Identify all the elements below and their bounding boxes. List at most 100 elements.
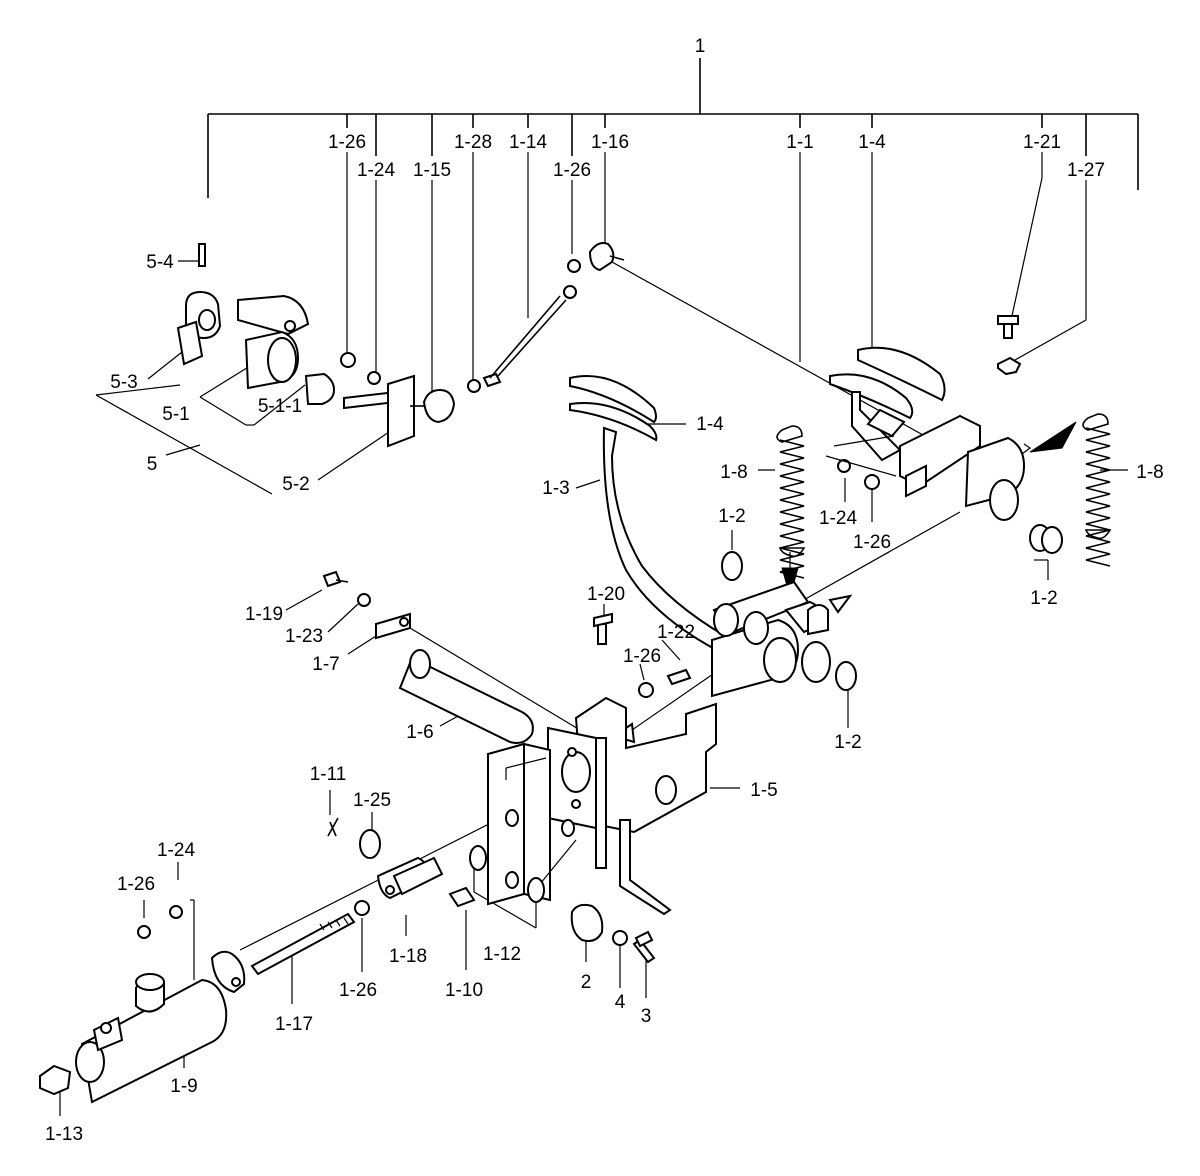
part-1-26-nut-f [354,900,370,916]
part-1-23-washer [357,593,371,607]
label-1-20: 1-20 [587,584,625,605]
part-1-26-nut-a [340,352,356,368]
part-1-24-washer-a [367,371,381,385]
part-1-3-arm [602,426,734,656]
part-1-9-body [80,978,228,1104]
part-1-3-pedal [569,375,857,698]
label-1-27: 1-27 [1067,160,1105,181]
part-1-13-fitting [39,1064,72,1096]
label-1-23: 1-23 [285,626,323,647]
part-1-26-nut-c [864,474,880,490]
label-1-2: 1-2 [834,732,861,753]
assembly-arrows [239,421,1077,951]
label-1-22: 1-22 [657,622,695,643]
part-1-8-spring-a [776,425,806,579]
label-5-1-1: 5-1-1 [258,396,302,417]
part-1-25-washer [359,829,381,859]
label-1-24: 1-24 [157,840,195,861]
label-1-26: 1-26 [339,980,377,1001]
part-5-assembly [176,243,415,448]
arrow-icon [1029,421,1077,453]
label-2: 2 [581,972,592,993]
label-1-1: 1-1 [786,132,813,153]
part-1-17-pushrod [250,912,356,976]
label-1-26: 1-26 [553,160,591,181]
part-5-4-pin [198,243,206,267]
label-5-2: 5-2 [282,474,309,495]
part-1-2-washer-a [721,551,743,581]
part-1-26-nut-b [567,259,581,273]
label-1-16: 1-16 [591,132,629,153]
label-1-7: 1-7 [312,654,339,675]
part-1-22-bolt [666,668,692,686]
arrow-icon [828,594,853,614]
part-5-3-key [176,320,204,366]
part-1-8-spring-b [1082,413,1112,567]
label-1-2: 1-2 [718,506,745,527]
label-1-25: 1-25 [353,790,391,811]
label-1-13: 1-13 [45,1124,83,1145]
part-1-24-washer-b [837,459,851,473]
part-1-20-bolt [597,623,607,645]
label-1-12: 1-12 [483,944,521,965]
part-1-6-shaft [398,656,534,744]
label-1-26: 1-26 [328,132,366,153]
label-1-26: 1-26 [623,646,661,667]
label-1-10: 1-10 [445,980,483,1001]
part-5-bracket [237,294,310,336]
label-1-21: 1-21 [1023,132,1061,153]
label-1-24: 1-24 [819,508,857,529]
label-1-4-b: 1-4 [696,414,724,435]
label-5-4: 5-4 [146,252,174,273]
label-1-5: 1-5 [750,780,777,801]
part-1-2-washer-b [835,661,857,691]
part-1-4-pad-a [857,346,946,402]
part-2-bushing [570,903,604,942]
label-1-8: 1-8 [1136,462,1163,483]
label-1-24: 1-24 [357,160,395,181]
label-1-28: 1-28 [454,132,492,153]
part-1-28-nut [467,379,481,393]
part-1-26-nut-e [137,925,151,939]
label-1-19: 1-19 [245,604,283,625]
label-1-2: 1-2 [1030,588,1057,609]
label-1-15: 1-15 [413,160,451,181]
label-5-3: 5-3 [110,372,137,393]
part-1-12-plate [469,742,577,906]
label-1-4: 1-4 [858,132,886,153]
bottom-hardware [570,903,656,964]
part-5-1-1-collar [304,372,336,405]
part-1-27-nut [997,356,1022,376]
callout-tree [207,58,1139,198]
shaft-assembly [322,570,581,744]
part-1-4-pad-b [569,375,657,424]
label-1-18: 1-18 [389,946,427,967]
part-labels: 1 1-26 1-24 1-15 1-28 1-14 1-26 1-16 1-1… [45,36,1164,1145]
label-1-3: 1-3 [542,478,569,499]
part-1-5-bracket [547,612,717,916]
part-1-19-bolt [322,570,342,588]
label-1-9: 1-9 [170,1076,197,1097]
right-pedal-assembly [799,315,1063,603]
master-cylinder-assembly [39,817,476,1104]
label-5-1: 5-1 [162,404,189,425]
label-1-26: 1-26 [117,874,155,895]
label-1-14: 1-14 [509,132,547,153]
part-1-24-washer-c [169,905,183,919]
label-1-26: 1-26 [853,532,891,553]
part-1-15-ball-joint [422,388,456,424]
label-1-6: 1-6 [406,722,433,743]
label-1-11: 1-11 [310,764,347,785]
part-5-2-plate [387,374,415,448]
leader-lines [59,152,1128,1116]
part-4-washer [612,930,628,946]
part-1-10-pin [448,886,476,908]
label-3: 3 [641,1006,652,1027]
label-5: 5 [147,454,158,475]
upper-linkage [340,242,951,451]
label-1-17: 1-17 [275,1014,313,1035]
bracket-body [574,696,717,834]
label-1-8: 1-8 [720,462,747,483]
label-4: 4 [615,992,626,1013]
